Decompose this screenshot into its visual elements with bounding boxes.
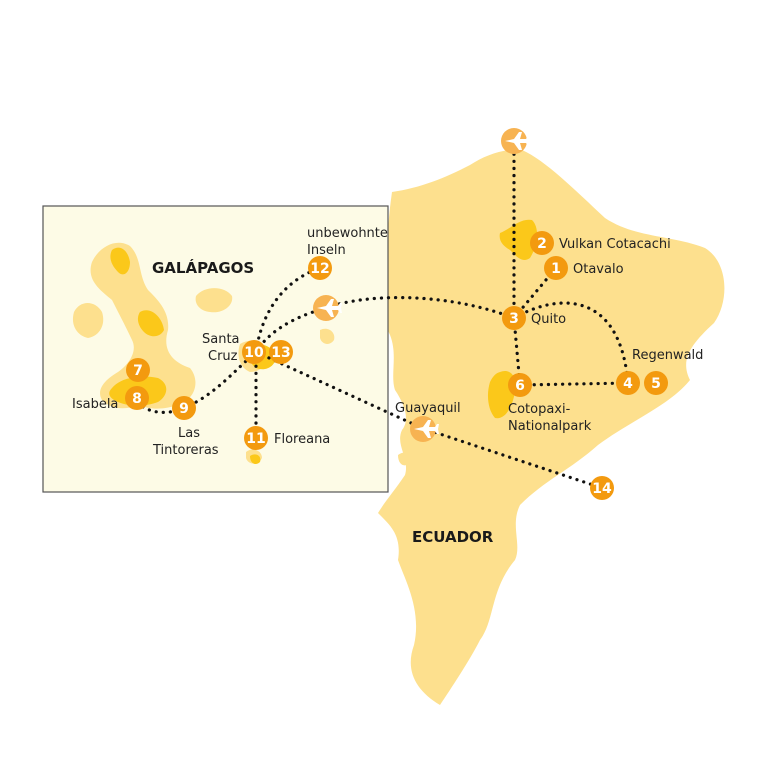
stop-4-number: 4 [623,376,633,392]
stop-10-marker [242,340,266,364]
stop-6[interactable]: 6 [508,373,532,397]
region-label-galapagos: GALÁPAGOS [152,258,254,277]
stop-2-number: 2 [537,236,547,252]
stop-2-marker [530,231,554,255]
label-otavalo: Otavalo [573,262,624,277]
stop-11-number: 11 [246,431,265,447]
stop-3[interactable]: 3 [502,306,526,330]
stop-5-number: 5 [651,376,661,392]
stop-14[interactable]: 14 [590,476,614,500]
label-tintoreras-line1: Las [178,426,200,441]
label-quito: Quito [531,312,566,327]
label-vulkan-cotacachi: Vulkan Cotacachi [559,237,671,252]
stop-3-number: 3 [509,311,519,327]
stop-11-marker [244,426,268,450]
stop-8-number: 8 [132,391,142,407]
plane-icon [414,420,439,438]
airport-galapagos[interactable] [313,295,342,321]
stop-5-marker [644,371,668,395]
floreana-highlight [250,454,261,464]
stop-10-number: 10 [244,345,264,361]
stop-13[interactable]: 13 [269,340,293,364]
stop-1[interactable]: 1 [544,256,568,280]
stop-12-number: 12 [310,261,329,277]
stop-6-number: 6 [515,378,525,394]
stop-1-number: 1 [551,261,561,277]
san-cristobal-island [320,328,335,344]
stop-9-marker [172,396,196,420]
label-santa-cruz-line2: Cruz [208,349,238,364]
stop-7-number: 7 [133,363,143,379]
airport-north[interactable] [501,128,530,154]
stop-9-number: 9 [179,401,189,417]
label-guayaquil: Guayaquil [395,401,461,416]
stop-13-number: 13 [271,345,290,361]
stop-4-marker [616,371,640,395]
stop-3-marker [502,306,526,330]
stop-13-marker [269,340,293,364]
label-tintoreras-line2: Tintoreras [152,443,219,458]
route-santacruz-guayaquil [254,350,424,430]
stop-1-marker [544,256,568,280]
stop-8[interactable]: 8 [125,386,149,410]
stop-12-marker [308,256,332,280]
airport-guayaquil[interactable] [410,416,439,442]
label-cotopaxi-line2: Nationalpark [508,419,592,434]
stop-4[interactable]: 4 [616,371,640,395]
fernandina-island [72,303,104,338]
region-label-ecuador: ECUADOR [412,528,494,546]
stop-7[interactable]: 7 [126,358,150,382]
label-unbewohnte-line2: Inseln [307,243,346,258]
label-regenwald: Regenwald [632,348,703,363]
stop-9[interactable]: 9 [172,396,196,420]
ecuador-mainland [378,149,725,705]
label-floreana: Floreana [274,432,330,447]
santiago-island [195,288,233,313]
stop-5[interactable]: 5 [644,371,668,395]
plane-icon [505,132,530,150]
plane-icon [317,299,342,317]
puna-island [398,452,411,466]
isabela-north-highlight [110,247,130,275]
stop-12[interactable]: 12 [308,256,332,280]
stop-11[interactable]: 11 [244,426,268,450]
stop-2[interactable]: 2 [530,231,554,255]
label-santa-cruz-line1: Santa [202,332,240,347]
isabela-mid-highlight [137,310,164,337]
label-isabela: Isabela [72,397,118,412]
stop-7-marker [126,358,150,382]
stop-14-number: 14 [592,481,612,497]
cotacachi-area [499,219,538,260]
label-unbewohnte-line1: unbewohnte [307,226,388,241]
stop-14-marker [590,476,614,500]
stop-10[interactable]: 10 [242,340,266,364]
stop-6-marker [508,373,532,397]
label-cotopaxi-line1: Cotopaxi- [508,402,571,417]
stop-8-marker [125,386,149,410]
